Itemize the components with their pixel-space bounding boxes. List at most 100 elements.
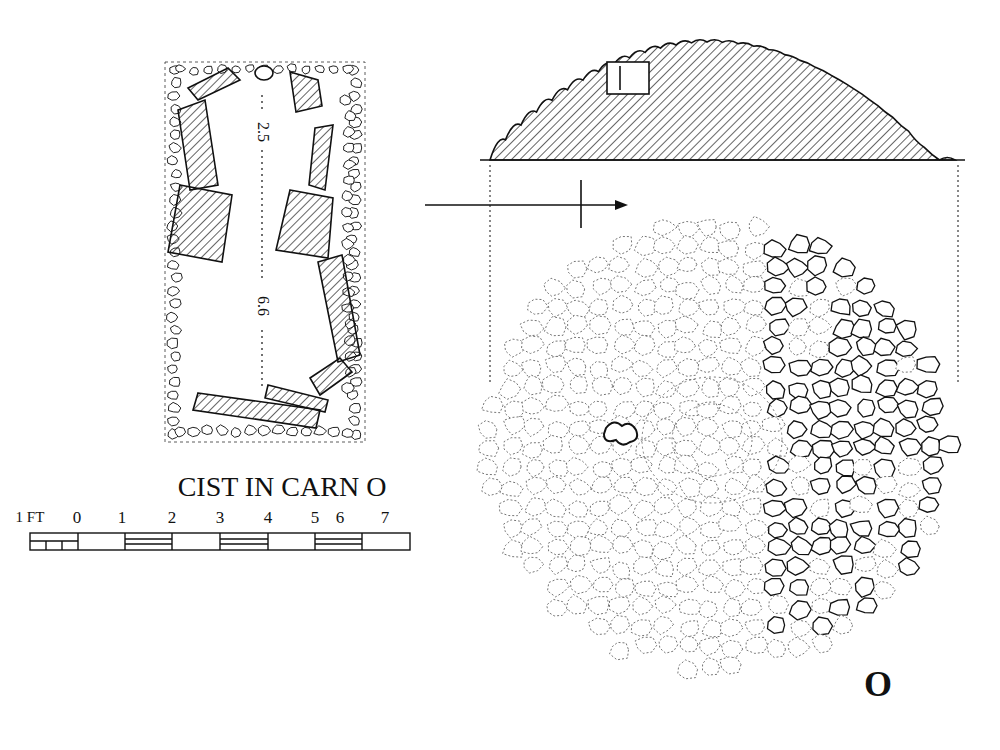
rubble-stone (833, 258, 855, 277)
rubble-stone (922, 478, 941, 494)
rubble-stone (698, 418, 719, 437)
rubble-stone (678, 359, 699, 377)
rubble-stone (542, 375, 564, 393)
rubble-stone (680, 517, 700, 536)
scale-number: 7 (381, 509, 390, 526)
rubble-stone (231, 428, 241, 438)
rubble-stone (742, 378, 765, 396)
rubble-stone (592, 477, 613, 493)
rubble-stone (789, 337, 806, 355)
rubble-stone (718, 241, 739, 258)
rubble-stone (588, 519, 608, 535)
rubble-stone (170, 325, 181, 334)
rubble-stone (636, 440, 656, 457)
rubble-stone (349, 416, 360, 425)
rubble-stone (245, 425, 257, 435)
rubble-stone (204, 66, 212, 73)
rubble-stone (635, 581, 656, 596)
rubble-stone (833, 615, 853, 634)
scale-unit: 1 FT (16, 510, 45, 525)
rubble-stone (766, 479, 787, 496)
cist-opening (604, 422, 637, 444)
rubble-stone (701, 540, 720, 556)
rubble-stone (677, 379, 699, 397)
rubble-stone (812, 381, 831, 399)
rubble-stone (679, 299, 700, 316)
rubble-stone (810, 558, 830, 574)
rubble-stone (549, 557, 567, 575)
rubble-stone (726, 456, 744, 473)
rubble-stone (500, 481, 523, 496)
rubble-stone (699, 237, 719, 253)
rubble-stone (854, 439, 877, 455)
rubble-stone (567, 555, 585, 572)
rubble-stone (658, 582, 680, 597)
rubble-stone (785, 298, 807, 317)
rubble-stone (788, 319, 809, 336)
rubble-stone (917, 381, 937, 398)
rubble-stone (680, 599, 703, 614)
rubble-stone (569, 421, 590, 437)
projection-lines (490, 165, 958, 385)
rubble-stone (815, 457, 832, 474)
rubble-stone (878, 397, 899, 412)
rubble-stone (547, 521, 567, 537)
rubble-stone (612, 519, 632, 537)
rubble-stone (635, 258, 658, 277)
rubble-stone (654, 402, 675, 419)
rubble-stone (524, 418, 544, 436)
rubble-stone (634, 557, 657, 575)
rubble-stone (167, 312, 178, 323)
rubble-stone (809, 316, 831, 334)
rubble-stone (675, 440, 697, 456)
rubble-stone (721, 619, 744, 637)
rubble-stone (587, 337, 608, 354)
rubble-stone (810, 478, 830, 494)
cist-stones (168, 66, 360, 428)
rubble-stone (787, 557, 809, 575)
rubble-stone (168, 402, 180, 412)
rubble-stone (699, 479, 718, 497)
rubble-stone (850, 521, 871, 536)
rubble-stone (499, 379, 521, 400)
rubble-stone (745, 620, 765, 636)
rubble-stone (656, 381, 676, 398)
rubble-stone (769, 523, 788, 538)
rubble-stone (654, 296, 673, 315)
rubble-stone (764, 579, 784, 596)
rubble-stone (656, 559, 674, 576)
rubble-stone (547, 341, 566, 357)
rubble-stone (589, 401, 607, 418)
rubble-stone (610, 597, 630, 614)
rubble-stone (548, 299, 568, 317)
rubble-stone (721, 357, 742, 375)
rubble-stone (746, 637, 768, 653)
rubble-stone (789, 517, 808, 534)
rubble-stone (810, 299, 830, 317)
rubble-stone (768, 438, 788, 456)
rubble-stone (764, 501, 787, 517)
rubble-stone (765, 559, 786, 576)
rubble-stone (547, 599, 568, 616)
rubble-stone (790, 396, 812, 413)
scale-number: 1 (118, 509, 127, 526)
rubble-stone (504, 520, 523, 538)
rubble-stone (768, 538, 791, 555)
rubble-stone (176, 65, 186, 72)
scale-number: 6 (336, 509, 345, 526)
rubble-stone (169, 143, 181, 153)
rubble-stone (764, 240, 786, 257)
rubble-stone (873, 418, 894, 436)
rubble-stone (789, 456, 811, 473)
rubble-stone (917, 416, 938, 432)
rubble-stone (874, 581, 895, 599)
rubble-stone (791, 477, 809, 496)
rubble-stone (829, 338, 852, 357)
rubble-stone (614, 477, 635, 493)
rubble-stone (719, 514, 742, 531)
rubble-stone (633, 321, 655, 336)
rubble-stone (504, 417, 526, 435)
rubble-stone (590, 558, 610, 574)
rubble-stone (634, 236, 657, 256)
